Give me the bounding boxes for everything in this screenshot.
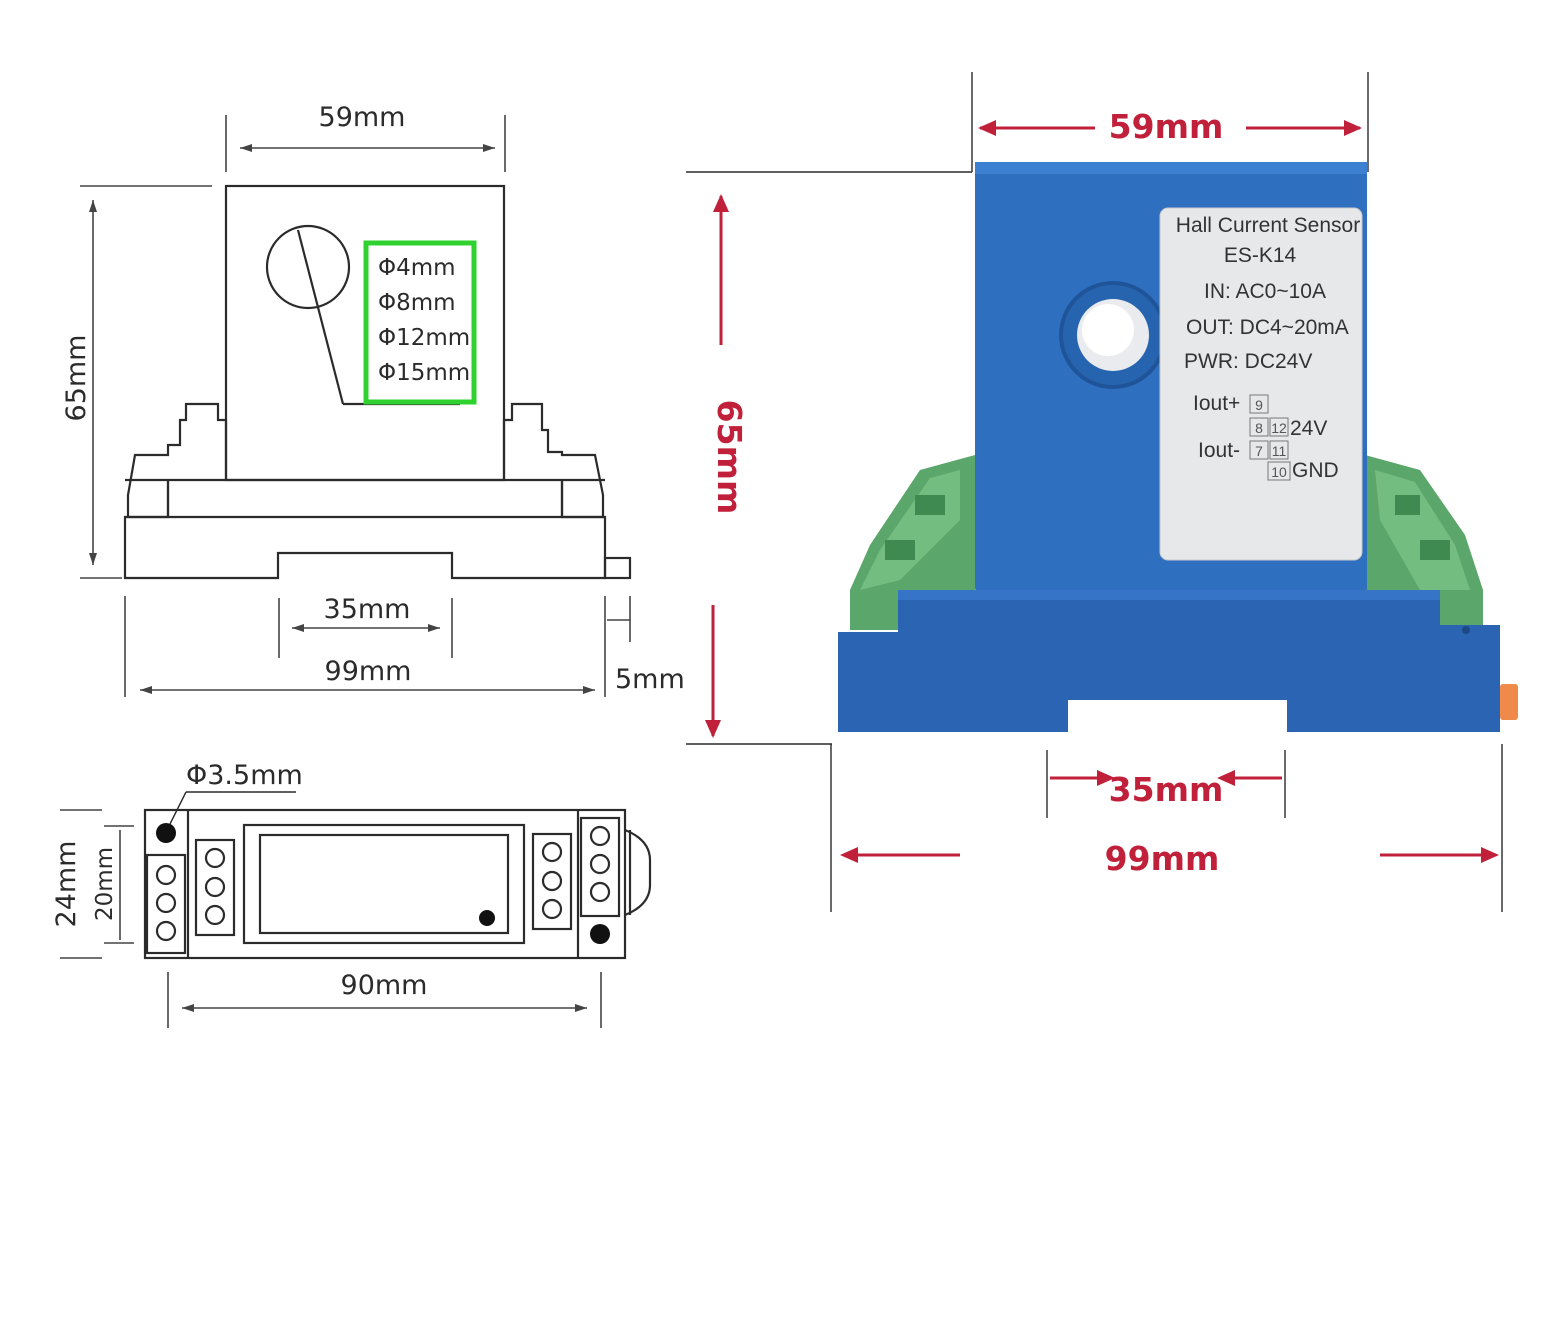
front-width-label: 59mm bbox=[319, 102, 406, 133]
front-view-drawing: 59mm 65mm Φ4mm Φ8mm Φ12mm Φ15mm bbox=[61, 102, 685, 697]
sticker-power: PWR: DC24V bbox=[1184, 350, 1312, 373]
bottom-outer-height-label: 24mm bbox=[51, 841, 82, 928]
pin-10: 10 bbox=[1271, 464, 1287, 480]
sticker-output: OUT: DC4~20mA bbox=[1186, 316, 1349, 339]
aperture-option-8mm: Φ8mm bbox=[378, 290, 456, 316]
front-base-gap-label: 35mm bbox=[324, 594, 411, 625]
bottom-length-label: 90mm bbox=[341, 970, 428, 1001]
pin-11: 11 bbox=[1272, 443, 1287, 459]
front-base-width-label: 99mm bbox=[325, 656, 412, 687]
release-tab bbox=[1500, 684, 1518, 720]
aperture-options-box bbox=[363, 240, 477, 405]
aperture-option-12mm: Φ12mm bbox=[378, 325, 470, 351]
pin-8: 8 bbox=[1255, 420, 1263, 436]
aperture-option-4mm: Φ4mm bbox=[378, 255, 456, 281]
front-tab-label: 5mm bbox=[615, 664, 685, 695]
sticker-model: ES-K14 bbox=[1224, 244, 1297, 267]
sticker-title: Hall Current Sensor bbox=[1176, 214, 1360, 237]
spec-sticker bbox=[1159, 207, 1363, 561]
photo-height-label: 65mm bbox=[710, 400, 749, 515]
sticker-iout-minus: Iout- bbox=[1198, 439, 1240, 462]
photo-width-label: 59mm bbox=[1109, 107, 1224, 146]
bottom-inner-height-label: 20mm bbox=[92, 847, 118, 921]
photo-base-width-label: 99mm bbox=[1105, 839, 1220, 878]
aperture-option-15mm: Φ15mm bbox=[378, 360, 470, 386]
pin-7: 7 bbox=[1255, 443, 1263, 459]
sensor-base bbox=[838, 590, 1500, 732]
sticker-24v: 24V bbox=[1290, 417, 1327, 440]
sticker-gnd: GND bbox=[1292, 459, 1339, 482]
pin-9: 9 bbox=[1255, 397, 1263, 413]
left-terminal-block bbox=[850, 455, 975, 630]
front-height-label: 65mm bbox=[61, 335, 92, 422]
sticker-iout-plus: Iout+ bbox=[1193, 392, 1240, 415]
photo-base-gap-label: 35mm bbox=[1109, 770, 1224, 809]
right-terminal-block bbox=[1365, 455, 1483, 625]
product-photo: 59mm 65mm 35mm 99mm bbox=[686, 72, 1518, 912]
bottom-view-drawing: Φ3.5mm bbox=[51, 760, 652, 1028]
sticker-input: IN: AC0~10A bbox=[1204, 280, 1326, 303]
mount-hole-label: Φ3.5mm bbox=[186, 760, 303, 791]
pin-12: 12 bbox=[1271, 420, 1287, 436]
